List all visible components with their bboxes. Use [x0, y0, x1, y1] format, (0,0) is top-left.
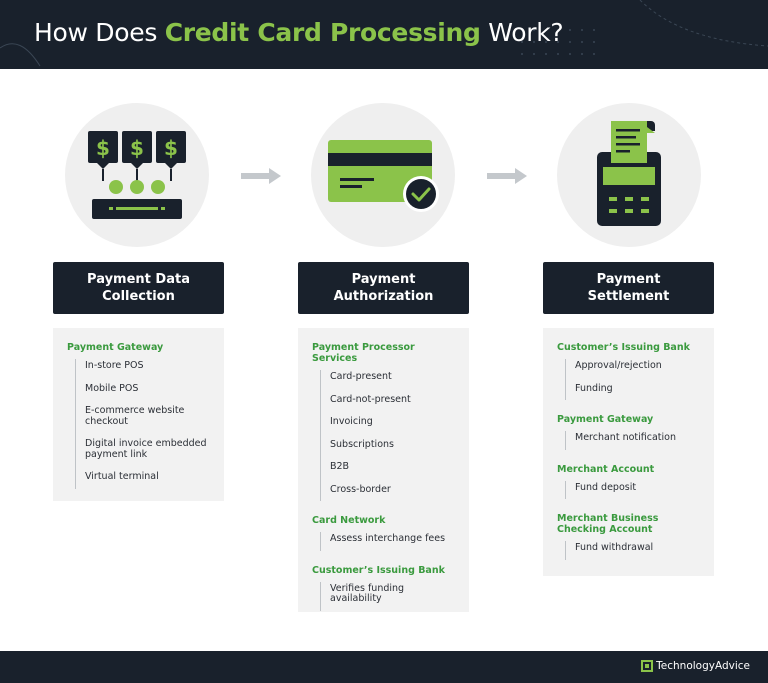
group-items: Merchant notification: [565, 431, 700, 450]
technologyadvice-logo-icon: [641, 660, 654, 672]
group-items: Fund deposit: [565, 480, 700, 499]
list-item: Card-not-present: [330, 393, 411, 405]
list-item: Verifies funding availability: [330, 582, 405, 604]
stage-3-title: Payment Settlement: [543, 262, 714, 314]
stage-3-details-panel: Customer’s Issuing Bank Approval/rejecti…: [543, 328, 714, 576]
decorative-lines-icon: [0, 0, 768, 67]
stage-1-title: Payment Data Collection: [53, 262, 224, 314]
brand-logo[interactable]: TechnologyAdvice: [641, 660, 750, 672]
list-item: E-commerce website checkout: [85, 405, 185, 427]
group-title: Customer’s Issuing Bank: [312, 564, 445, 576]
list-item: Cross-border: [330, 483, 391, 495]
detail-group: Payment Processor Services Card-present …: [312, 342, 455, 501]
group-title: Payment Gateway: [557, 414, 654, 425]
list-item: B2B: [330, 461, 350, 472]
group-items: Assess interchange fees: [320, 532, 455, 551]
group-title: Customer’s Issuing Bank: [557, 342, 690, 353]
stage-2-details-panel: Payment Processor Services Card-present …: [298, 328, 469, 612]
list-item: Fund deposit: [575, 481, 637, 493]
brand-name: TechnologyAdvice: [656, 660, 750, 672]
list-item: Virtual terminal: [85, 471, 159, 482]
list-item: In-store POS: [85, 360, 144, 371]
list-item: Card-present: [330, 371, 392, 382]
group-items: Card-present Card-not-present Invoicing …: [320, 370, 455, 501]
group-items: Approval/rejection Funding: [565, 359, 700, 400]
detail-group: Customer’s Issuing Bank Verifies funding…: [312, 565, 455, 611]
card-terminal-receipt-icon: [597, 121, 661, 226]
list-item: Approval/rejection: [575, 360, 662, 371]
group-title: Merchant Account: [557, 463, 655, 475]
list-item: Assess interchange fees: [330, 533, 446, 544]
detail-group: Merchant Business Checking Account Fund …: [557, 513, 700, 560]
svg-text:$: $: [130, 136, 144, 160]
header-banner: How Does Credit Card Processing Work?: [0, 0, 768, 69]
list-item: Merchant notification: [575, 432, 676, 443]
list-item: Fund withdrawal: [575, 542, 654, 553]
group-title: Payment Processor Services: [312, 342, 415, 364]
group-title: Payment Gateway: [67, 342, 164, 353]
svg-text:$: $: [96, 136, 110, 160]
detail-group: Payment Gateway In-store POS Mobile POS …: [67, 342, 210, 489]
group-items: In-store POS Mobile POS E-commerce websi…: [75, 359, 210, 489]
arrow-right-icon: [241, 168, 281, 184]
detail-group: Customer’s Issuing Bank Approval/rejecti…: [557, 342, 700, 400]
svg-text:$: $: [164, 136, 178, 160]
detail-group: Payment Gateway Merchant notification: [557, 414, 700, 450]
footer-bar: TechnologyAdvice: [0, 651, 768, 683]
detail-group: Merchant Account Fund deposit: [557, 463, 700, 499]
group-items: Verifies funding availability: [320, 581, 455, 611]
list-item: Mobile POS: [85, 382, 139, 394]
group-items: Fund withdrawal: [565, 541, 700, 560]
stage-2-icon-circle: [311, 103, 455, 247]
list-item: Subscriptions: [330, 438, 394, 450]
stage-3-icon-circle: [557, 103, 701, 247]
arrow-right-icon: [487, 168, 527, 184]
stage-1-details-panel: Payment Gateway In-store POS Mobile POS …: [53, 328, 224, 501]
list-item: Invoicing: [330, 416, 373, 427]
dollar-tags-terminal-icon: $ $ $: [88, 131, 186, 219]
stage-2-title: Payment Authorization: [298, 262, 469, 314]
credit-card-check-icon: [328, 140, 439, 212]
group-title: Card Network: [312, 515, 386, 526]
group-title: Merchant Business Checking Account: [557, 513, 659, 535]
page-title: How Does Credit Card Processing Work?: [34, 18, 564, 47]
stage-1-icon-circle: $ $ $: [65, 103, 209, 247]
list-item: Funding: [575, 382, 613, 394]
detail-group: Card Network Assess interchange fees: [312, 515, 455, 551]
list-item: Digital invoice embedded payment link: [85, 438, 207, 460]
